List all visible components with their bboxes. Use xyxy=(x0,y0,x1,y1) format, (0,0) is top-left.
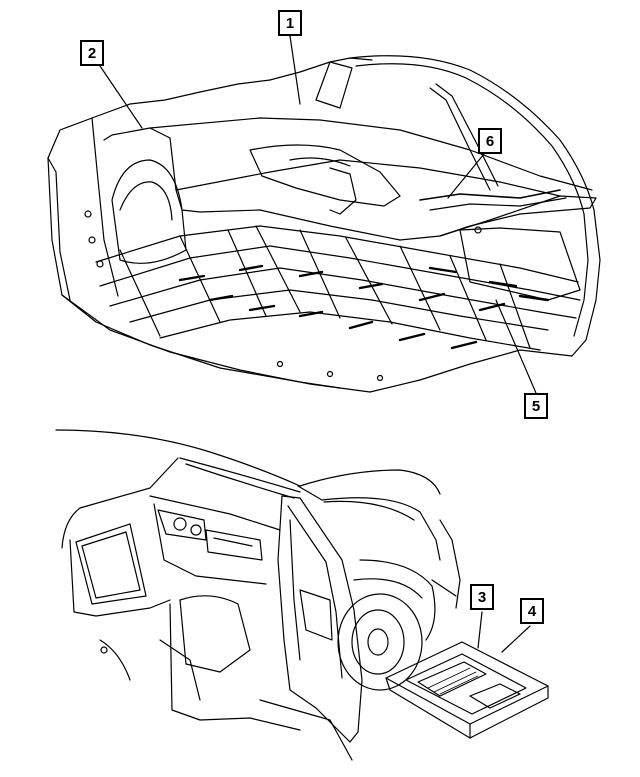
callout-6: 6 xyxy=(478,128,502,154)
callout-1: 1 xyxy=(278,10,302,36)
callout-5: 5 xyxy=(524,393,548,419)
callout-3: 3 xyxy=(470,584,494,610)
leader-lines-top xyxy=(99,35,537,394)
callout-2: 2 xyxy=(80,40,104,66)
vehicle-floor-pan xyxy=(47,55,601,393)
leader-lines-bottom xyxy=(477,611,531,653)
truck-cab-illustration xyxy=(55,429,549,761)
callout-4: 4 xyxy=(520,598,544,624)
